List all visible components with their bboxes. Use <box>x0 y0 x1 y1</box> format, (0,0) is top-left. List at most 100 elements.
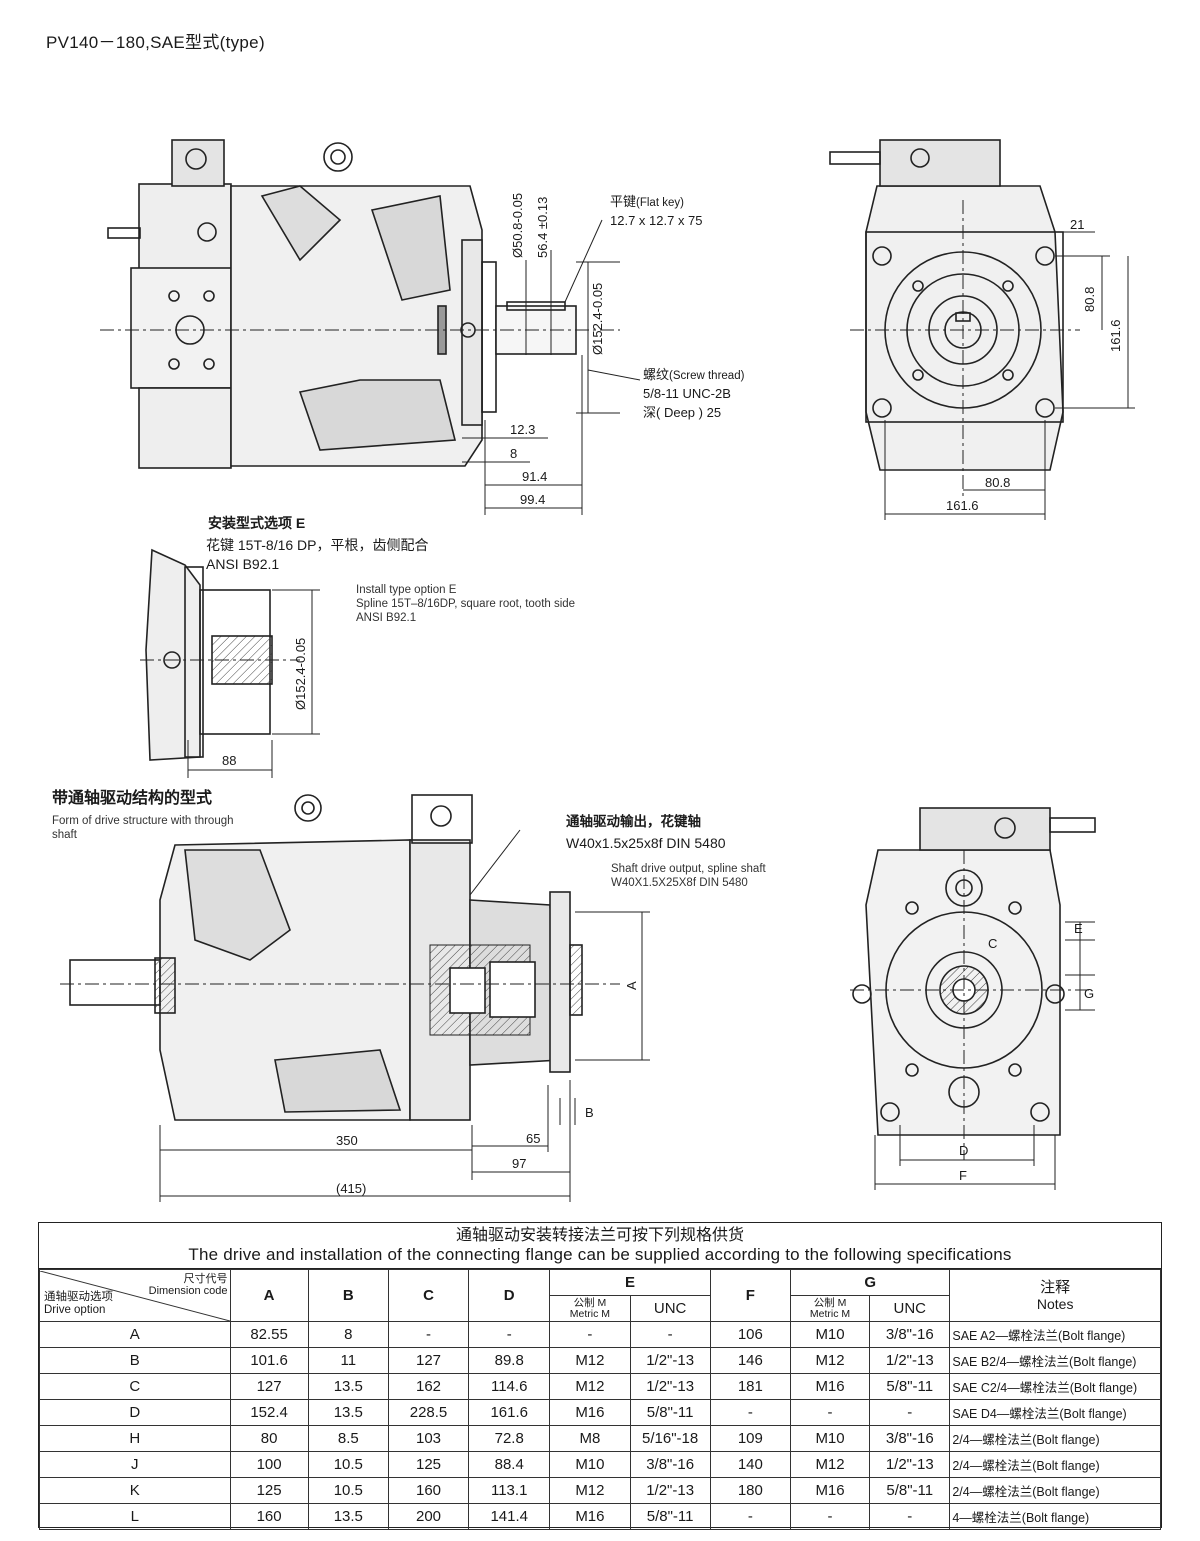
col-E: E <box>549 1269 711 1296</box>
row-option-cell: H <box>39 1425 231 1452</box>
dim-E: E <box>1074 921 1083 936</box>
dim-shaft-dia: Ø50.8-0.05 <box>510 193 525 258</box>
row-value-cell: 89.8 <box>468 1347 551 1374</box>
end-view-dimensions <box>884 231 1135 520</box>
row-value-cell: 103 <box>387 1425 470 1452</box>
screw-thread-label: 螺纹(Screw thread) <box>643 367 745 382</box>
row-value-cell: 1/2"-13 <box>629 1477 711 1504</box>
row-value-cell: 8 <box>307 1321 389 1348</box>
row-value-cell: 141.4 <box>468 1503 551 1530</box>
shaft-output-cn: 通轴驱动输出，花键轴 <box>566 814 701 829</box>
dim-350: 350 <box>336 1133 358 1148</box>
row-value-cell: 5/8"-11 <box>629 1399 711 1426</box>
row-value-cell: - <box>629 1321 711 1348</box>
row-value-cell: M16 <box>549 1503 631 1530</box>
row-option-cell: J <box>39 1451 231 1478</box>
row-value-cell: 11 <box>307 1347 389 1374</box>
option-e-view <box>140 548 300 761</box>
row-value-cell: M12 <box>549 1373 631 1400</box>
row-note-cell: 2/4—螺栓法兰(Bolt flange) <box>949 1477 1161 1504</box>
table-heading: 通轴驱动安装转接法兰可按下列规格供货 The drive and install… <box>39 1223 1161 1269</box>
shaft-output-spec: W40x1.5x25x8f DIN 5480 <box>566 835 726 851</box>
row-value-cell: M16 <box>789 1477 871 1504</box>
dim-option-e-dia: Ø152.4-0.05 <box>293 638 308 710</box>
row-value-cell: 160 <box>229 1503 309 1530</box>
corner-opt-en: Drive option <box>44 1303 106 1316</box>
dim-B: B <box>585 1105 594 1120</box>
row-value-cell: 228.5 <box>387 1399 470 1426</box>
row-value-cell: 3/8"-16 <box>869 1425 951 1452</box>
row-value-cell: 3/8"-16 <box>869 1321 951 1348</box>
row-value-cell: 152.4 <box>229 1399 309 1426</box>
col-B: B <box>307 1269 389 1322</box>
end-view-pump <box>829 139 1080 500</box>
row-value-cell: 181 <box>709 1373 791 1400</box>
dim-key-height: 56.4 ±0.13 <box>535 197 550 258</box>
through-shaft-title-en-1: Form of drive structure with through <box>52 815 234 827</box>
row-value-cell: M16 <box>789 1373 871 1400</box>
dim-C: C <box>988 936 997 951</box>
col-D: D <box>468 1269 551 1322</box>
thread-depth: 深( Deep ) 25 <box>643 405 722 420</box>
side-view-dimensions <box>462 219 641 515</box>
option-e-spline-cn: 花键 15T-8/16 DP，平根，齿侧配合 <box>206 537 429 553</box>
row-value-cell: M10 <box>549 1451 631 1478</box>
flange-spec-table: 通轴驱动安装转接法兰可按下列规格供货 The drive and install… <box>38 1222 1162 1530</box>
row-value-cell: 82.55 <box>229 1321 309 1348</box>
row-note-cell: 2/4—螺栓法兰(Bolt flange) <box>949 1451 1161 1478</box>
table-title-cn: 通轴驱动安装转接法兰可按下列规格供货 <box>455 1227 744 1244</box>
col-G: G <box>789 1269 951 1296</box>
through-shaft-end-dimensions <box>874 921 1095 1190</box>
dim-80-8-horizontal: 80.8 <box>985 475 1010 490</box>
dim-99-4: 99.4 <box>520 492 545 507</box>
row-value-cell: M8 <box>549 1425 631 1452</box>
technical-drawings: Ø50.8-0.05 56.4 ±0.13 Ø152.4-0.05 12.3 8… <box>60 139 1135 1202</box>
row-value-cell: 101.6 <box>229 1347 309 1374</box>
row-option-cell: D <box>39 1399 231 1426</box>
table-title-en: The drive and installation of the connec… <box>188 1245 1012 1264</box>
dim-88: 88 <box>222 753 236 768</box>
shaft-output-en-1: Shaft drive output, spline shaft <box>611 863 766 875</box>
row-value-cell: 100 <box>229 1451 309 1478</box>
row-value-cell: - <box>387 1321 470 1348</box>
dim-G: G <box>1084 986 1094 1001</box>
col-E-unc: UNC <box>629 1295 711 1322</box>
through-shaft-side-view <box>60 794 620 1121</box>
row-value-cell: - <box>468 1321 551 1348</box>
row-value-cell: 180 <box>709 1477 791 1504</box>
row-value-cell: 127 <box>229 1373 309 1400</box>
row-note-cell: SAE A2—螺栓法兰(Bolt flange) <box>949 1321 1161 1348</box>
option-e-standard-en: ANSI B92.1 <box>356 612 417 624</box>
row-value-cell: 125 <box>229 1477 309 1504</box>
flat-key-label: 平键(Flat key) <box>610 194 684 209</box>
row-value-cell: - <box>869 1503 951 1530</box>
corner-dim-en: Dimension code <box>148 1284 228 1297</box>
row-value-cell: 72.8 <box>468 1425 551 1452</box>
side-view-pump <box>100 139 620 469</box>
row-value-cell: M10 <box>789 1425 871 1452</box>
row-value-cell: - <box>789 1503 871 1530</box>
row-value-cell: 80 <box>229 1425 309 1452</box>
row-value-cell: 13.5 <box>307 1503 389 1530</box>
dim-F: F <box>959 1168 967 1183</box>
screw-thread-spec: 5/8-11 UNC-2B <box>643 386 731 401</box>
row-value-cell: 5/8"-11 <box>629 1503 711 1530</box>
row-value-cell: 162 <box>387 1373 470 1400</box>
row-value-cell: 1/2"-13 <box>629 1347 711 1374</box>
row-value-cell: M12 <box>789 1451 871 1478</box>
option-e-title-en: Install type option E <box>356 584 457 596</box>
corner-dim-cn: 尺寸代号 <box>183 1272 228 1285</box>
row-value-cell: 1/2"-13 <box>869 1347 951 1374</box>
row-value-cell: 109 <box>709 1425 791 1452</box>
shaft-output-en-2: W40X1.5X25X8f DIN 5480 <box>611 877 748 889</box>
dim-8: 8 <box>510 446 517 461</box>
